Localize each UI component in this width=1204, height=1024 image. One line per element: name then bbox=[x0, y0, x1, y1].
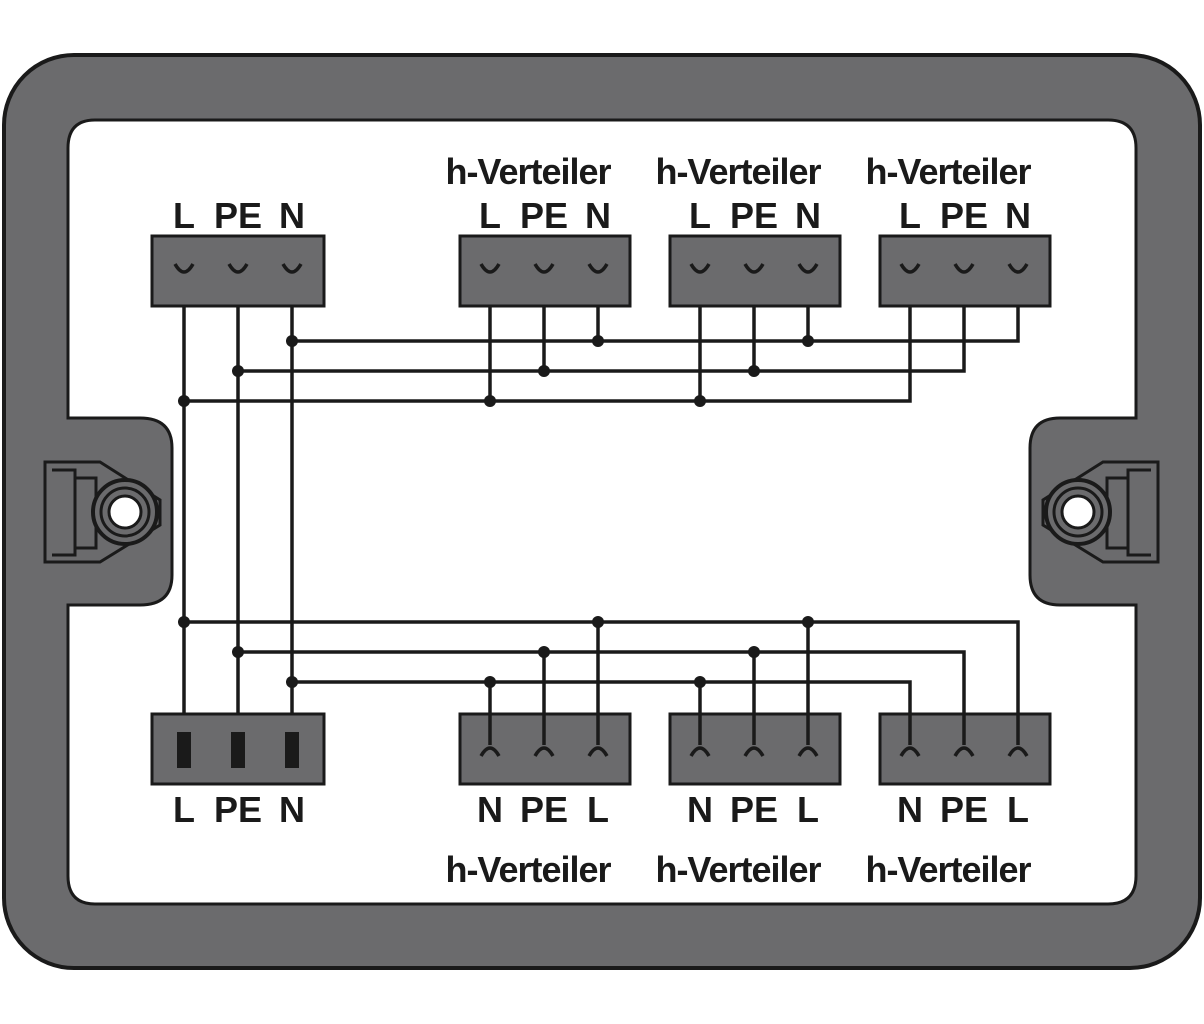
junction-dot bbox=[178, 395, 190, 407]
pin-label: L bbox=[899, 195, 921, 236]
junction-dot bbox=[802, 616, 814, 628]
junction-dot bbox=[538, 646, 550, 658]
junction-dot bbox=[232, 365, 244, 377]
right-mount-lug bbox=[1041, 460, 1160, 564]
pin-label: PE bbox=[730, 789, 778, 830]
junction-dot bbox=[748, 646, 760, 658]
pin-label: L bbox=[797, 789, 819, 830]
top-supply-connector: L PE N bbox=[150, 195, 326, 308]
inner-panel bbox=[66, 118, 1138, 906]
junction-dot bbox=[748, 365, 760, 377]
top-outlet-connector-2: h-Verteiler L PE N bbox=[655, 151, 842, 308]
pin-label: PE bbox=[214, 789, 262, 830]
left-mount-lug bbox=[43, 460, 162, 564]
pin-label: L bbox=[587, 789, 609, 830]
pin-label: PE bbox=[940, 195, 988, 236]
junction-dot bbox=[286, 335, 298, 347]
top-outlet-connector-1: h-Verteiler L PE N bbox=[445, 151, 632, 308]
junction-dot bbox=[694, 395, 706, 407]
connector-title: h-Verteiler bbox=[865, 849, 1031, 890]
pin-label: N bbox=[897, 789, 923, 830]
junction-dot bbox=[178, 616, 190, 628]
junction-dot bbox=[538, 365, 550, 377]
bottom-outlet-connector-1: N PE L h-Verteiler bbox=[445, 712, 632, 890]
connector-title: h-Verteiler bbox=[655, 849, 821, 890]
junction-dot bbox=[232, 646, 244, 658]
pin-label: N bbox=[1005, 195, 1031, 236]
connector-title: h-Verteiler bbox=[445, 151, 611, 192]
pin-label: L bbox=[1007, 789, 1029, 830]
pin-label: L bbox=[173, 195, 195, 236]
pin-terminal bbox=[177, 732, 191, 768]
connector-title: h-Verteiler bbox=[655, 151, 821, 192]
junction-dot bbox=[592, 616, 604, 628]
junction-dot bbox=[484, 395, 496, 407]
junction-dot bbox=[592, 335, 604, 347]
pin-label: N bbox=[477, 789, 503, 830]
bottom-outlet-connector-2: N PE L h-Verteiler bbox=[655, 712, 842, 890]
junction-dot bbox=[286, 676, 298, 688]
bottom-outlet-connector-3: N PE L h-Verteiler bbox=[865, 712, 1052, 890]
pin-label: N bbox=[585, 195, 611, 236]
pin-label: PE bbox=[520, 789, 568, 830]
pin-label: PE bbox=[730, 195, 778, 236]
junction-dot bbox=[484, 676, 496, 688]
pin-label: PE bbox=[940, 789, 988, 830]
pin-label: PE bbox=[214, 195, 262, 236]
pin-label: L bbox=[689, 195, 711, 236]
connector-title: h-Verteiler bbox=[865, 151, 1031, 192]
pin-label: N bbox=[279, 789, 305, 830]
top-outlet-connector-3: h-Verteiler L PE N bbox=[865, 151, 1052, 308]
pin-label: N bbox=[687, 789, 713, 830]
pin-terminal bbox=[231, 732, 245, 768]
pin-label: N bbox=[795, 195, 821, 236]
connector-title: h-Verteiler bbox=[445, 849, 611, 890]
junction-dot bbox=[694, 676, 706, 688]
pin-label: L bbox=[173, 789, 195, 830]
bottom-supply-connector: L PE N bbox=[150, 712, 326, 830]
pin-label: N bbox=[279, 195, 305, 236]
junction-dot bbox=[802, 335, 814, 347]
pin-label: L bbox=[479, 195, 501, 236]
pin-terminal bbox=[285, 732, 299, 768]
pin-label: PE bbox=[520, 195, 568, 236]
